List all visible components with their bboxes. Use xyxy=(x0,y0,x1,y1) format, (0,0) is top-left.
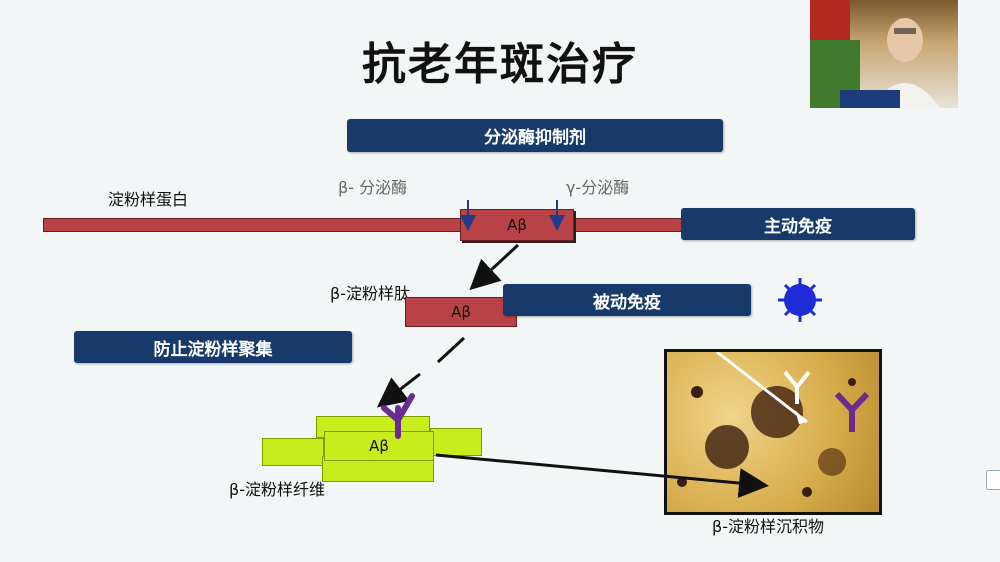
abeta-fiber-block: Aβ xyxy=(324,431,434,461)
beta-secretase-label: β- 分泌酶 xyxy=(338,178,408,197)
amyloid-protein-label: 淀粉样蛋白 xyxy=(108,190,189,209)
presenter-video xyxy=(810,0,958,108)
amyloid-deposit-micrograph xyxy=(664,349,882,515)
antibody-icon xyxy=(381,393,415,439)
beta-fiber-label: β-淀粉样纤维 xyxy=(229,480,325,499)
prevent-aggregation-pill: 防止淀粉样聚集 xyxy=(74,331,352,363)
arrow-to-deposit xyxy=(435,453,769,498)
side-toolbar-icon[interactable] xyxy=(986,470,1000,490)
beta-deposit-label: β-淀粉样沉积物 xyxy=(712,517,824,536)
arrow-to-peptide xyxy=(469,243,520,291)
page-title: 抗老年斑治疗 xyxy=(362,39,638,90)
immune-cell-icon xyxy=(778,278,822,322)
gamma-secretase-label: γ-分泌酶 xyxy=(566,178,630,197)
beta-peptide-label: β-淀粉样肽 xyxy=(330,284,410,303)
passive-immunity-pill: 被动免疫 xyxy=(503,284,751,316)
abeta-peptide-block: Aβ xyxy=(405,297,517,327)
presenter-figure xyxy=(810,0,940,108)
arrow-to-fiber xyxy=(376,336,466,408)
fiber-block-2 xyxy=(262,438,324,466)
secretase-cut-arrows xyxy=(460,200,565,231)
micrograph-texture xyxy=(677,352,870,497)
active-immunity-pill: 主动免疫 xyxy=(681,208,915,240)
secretase-inhibitor-pill: 分泌酶抑制剂 xyxy=(347,119,723,152)
